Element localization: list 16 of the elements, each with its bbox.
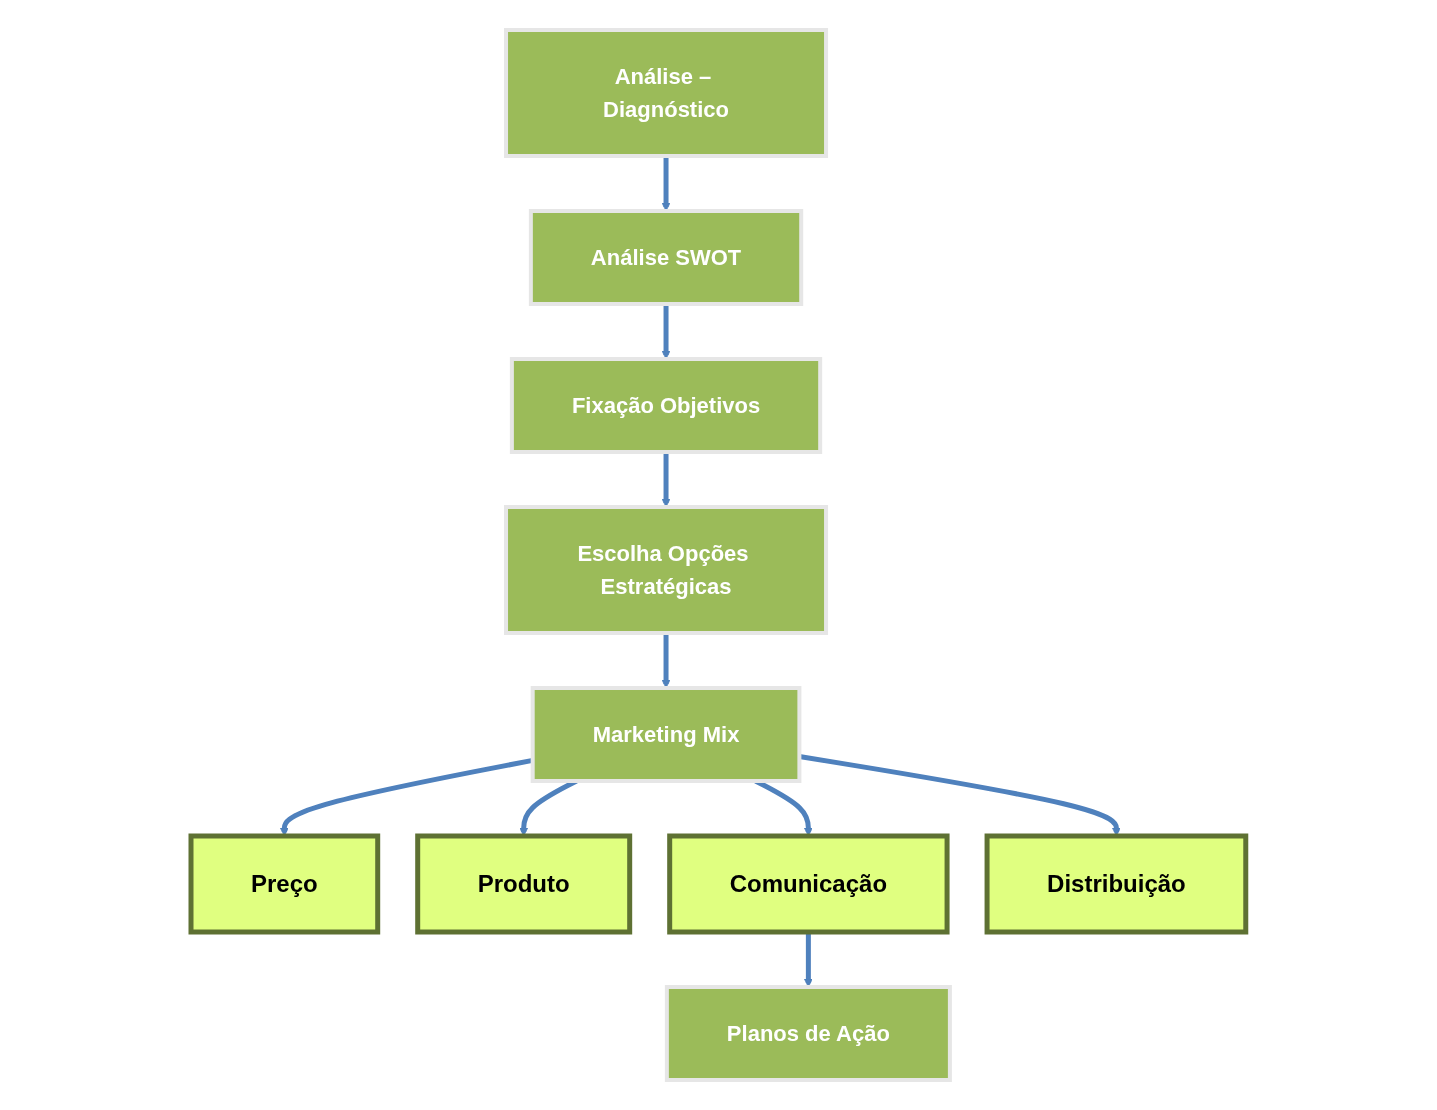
node-box: Produto <box>415 833 633 935</box>
arrow <box>661 452 671 508</box>
node-box: Comunicação <box>667 833 950 935</box>
node-box: Marketing Mix <box>530 686 802 783</box>
node-box: Preço <box>188 833 381 935</box>
node-box: Distribuição <box>984 833 1249 935</box>
arrow <box>661 156 671 212</box>
node-box: Fixação Objetivos <box>510 357 823 454</box>
node-box: Planos de Ação <box>665 985 952 1082</box>
node-box: Análise – Diagnóstico <box>504 28 829 158</box>
arrow <box>661 304 671 360</box>
arrow <box>280 757 534 837</box>
node-box: Escolha Opções Estratégicas <box>504 505 829 635</box>
arrow <box>804 932 813 988</box>
node-box: Análise SWOT <box>528 209 804 306</box>
arrow <box>661 633 671 689</box>
